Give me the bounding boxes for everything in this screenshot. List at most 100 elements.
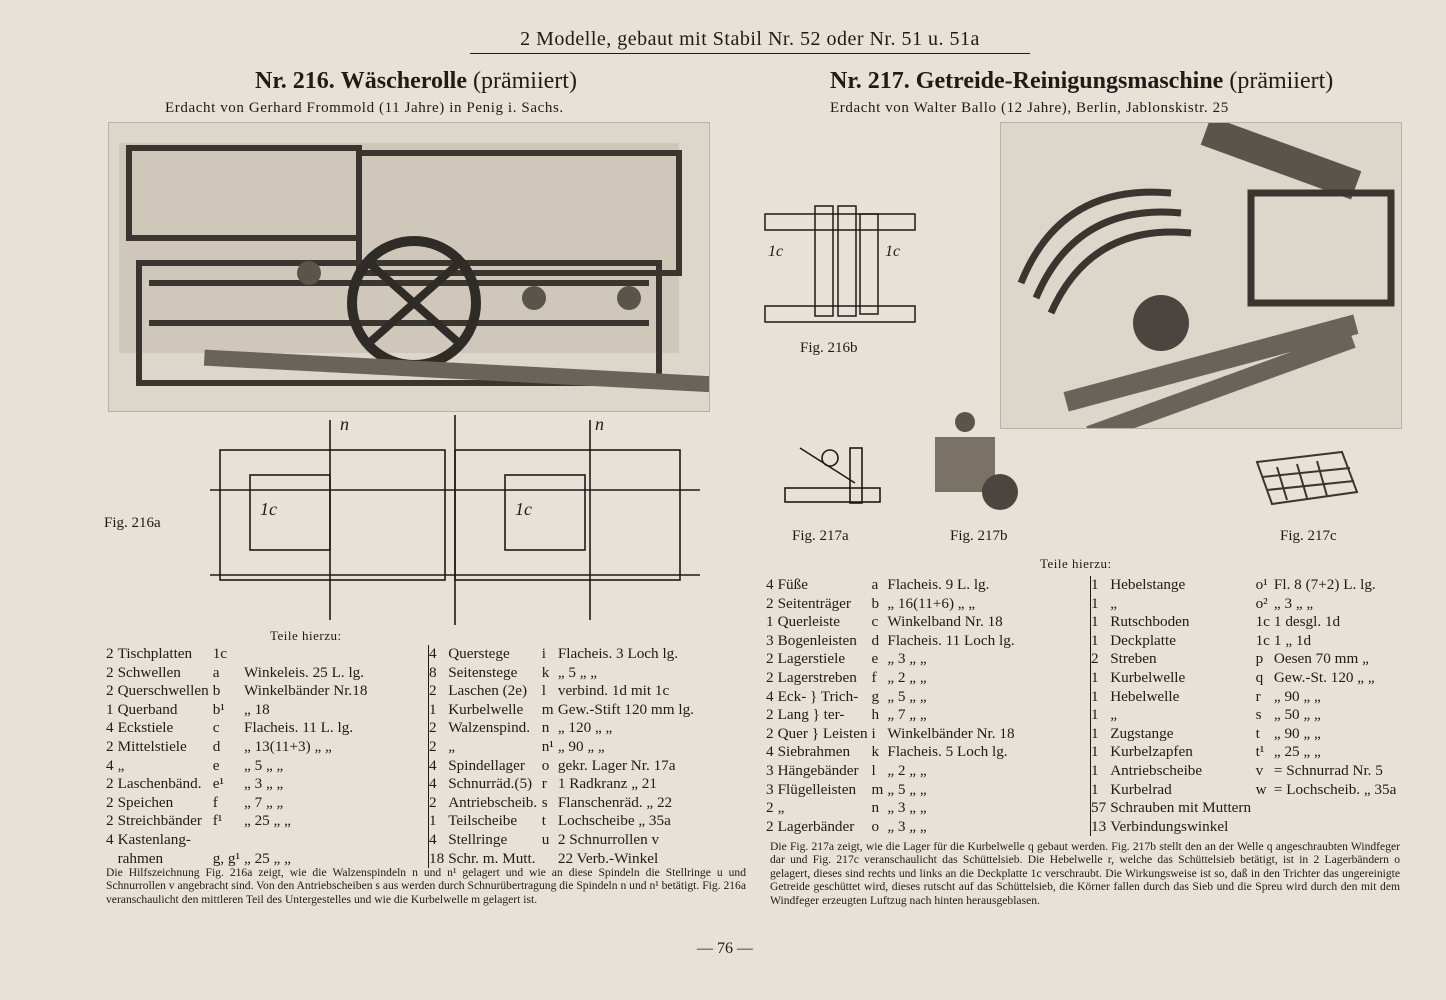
figure-217-machine: [1000, 122, 1402, 429]
fig-217a-label: Fig. 217a: [792, 528, 849, 544]
parts-qty: 3: [766, 761, 774, 779]
parts-name: Seitenstege: [448, 663, 518, 681]
parts-name: Spindellager: [448, 756, 525, 774]
parts-desc: Flacheis. 5 Loch lg.: [887, 743, 1008, 761]
parts-desc: „ 120 „ „: [557, 719, 613, 737]
parts-code: c: [212, 719, 220, 737]
parts-name: Rutschboden: [1110, 613, 1190, 631]
parts-code: a: [871, 576, 879, 593]
parts-qty: 2: [429, 719, 437, 737]
parts-name: Füße: [777, 576, 808, 593]
parts-desc: Flacheis. 3 Loch lg.: [557, 645, 679, 662]
parts-row: 1„s„ 50 „ „: [1091, 706, 1401, 725]
parts-desc: Fl. 8 (7+2) L. lg.: [1273, 576, 1376, 593]
parts-qty: 3: [766, 780, 774, 798]
svg-text:n: n: [340, 414, 349, 434]
parts-name: Mittelstiele: [117, 737, 187, 755]
parts-qty: 2: [106, 663, 114, 681]
parts-name: Verbindungswinkel: [1110, 817, 1229, 835]
parts-desc: „ 2 „ „: [887, 668, 927, 686]
parts-code: f: [212, 793, 218, 811]
parts-qty: 1: [1091, 613, 1099, 631]
model-217-award: (prämiiert): [1229, 68, 1334, 94]
parts-code: 1c: [1255, 631, 1270, 649]
parts-code: d: [212, 737, 221, 755]
parts-code: w: [1255, 780, 1267, 798]
parts-qty: 2: [429, 682, 437, 700]
parts-code: t¹: [1255, 743, 1265, 761]
parts-qty: 2: [106, 645, 114, 662]
parts-name: Laschen (2e): [448, 682, 528, 700]
parts-name: Schr. m. Mutt.: [448, 849, 536, 867]
parts-name: Hängebänder: [777, 761, 859, 779]
parts-qty: 2: [429, 793, 437, 811]
parts-qty: 2: [766, 799, 774, 817]
parts-qty: 2: [106, 793, 114, 811]
figure-217b-drawing: [935, 412, 1018, 510]
parts-code: m: [541, 700, 554, 718]
parts-code: g, g¹: [212, 849, 241, 867]
parts-desc: „ 3 „ „: [887, 817, 927, 835]
parts-desc: = Lochscheib. „ 35a: [1273, 780, 1397, 798]
parts-qty: 2: [766, 706, 774, 724]
parts-desc: Lochscheibe „ 35a: [557, 812, 671, 830]
parts-desc: [244, 831, 371, 850]
parts-qty: 1: [429, 700, 437, 718]
figure-217-drawing: [1017, 123, 1395, 428]
parts-desc: „ 25 „ „: [1273, 743, 1321, 761]
parts-code: 1c: [212, 645, 228, 662]
svg-text:1c: 1c: [515, 499, 532, 519]
parts-name: Deckplatte: [1110, 631, 1176, 649]
parts-code: a: [212, 663, 220, 681]
parts-name: Laschenbänd.: [117, 775, 202, 793]
parts-qty: 2: [766, 817, 774, 835]
parts-code: k: [871, 743, 880, 761]
parts-qty: 1: [1091, 668, 1099, 686]
parts-qty: 2: [766, 650, 774, 668]
fig-217b-label: Fig. 217b: [950, 528, 1008, 544]
svg-text:n: n: [595, 414, 604, 434]
parts-desc: Flacheis. 9 L. lg.: [887, 576, 990, 593]
parts-desc: „ 3 „ „: [887, 799, 927, 817]
svg-text:1c: 1c: [768, 243, 783, 260]
parts-name: Lang } ter-: [777, 706, 845, 724]
parts-desc: verbind. 1d mit 1c: [557, 682, 670, 700]
parts-name: Seitenträger: [777, 594, 851, 612]
page-header: 2 Modelle, gebaut mit Stabil Nr. 52 oder…: [470, 28, 1030, 54]
parts-code: e: [871, 650, 879, 668]
parts-qty: 8: [429, 663, 437, 681]
model-217-title: Nr. 217. Getreide-Reinigungsmaschine (pr…: [830, 68, 1333, 95]
parts-name: Schnurräd.(5): [448, 775, 533, 793]
model-216-name: Wäscherolle: [340, 68, 467, 94]
parts-desc: [1274, 818, 1400, 837]
parts-name: Eck- } Trich-: [777, 687, 859, 705]
parts-code: b¹: [212, 700, 225, 718]
parts-name: „: [1110, 706, 1117, 724]
parts-qty: 2: [106, 775, 114, 793]
parts-code: b: [212, 682, 221, 700]
parts-name: rahmen: [117, 849, 164, 867]
fig-216b-label: Fig. 216b: [800, 340, 858, 356]
figure-216-machine: [108, 122, 710, 412]
parts-name: Querschwellen: [117, 682, 209, 700]
figure-217a-drawing: [784, 447, 881, 504]
parts-desc: „ 7 „ „: [244, 793, 284, 811]
